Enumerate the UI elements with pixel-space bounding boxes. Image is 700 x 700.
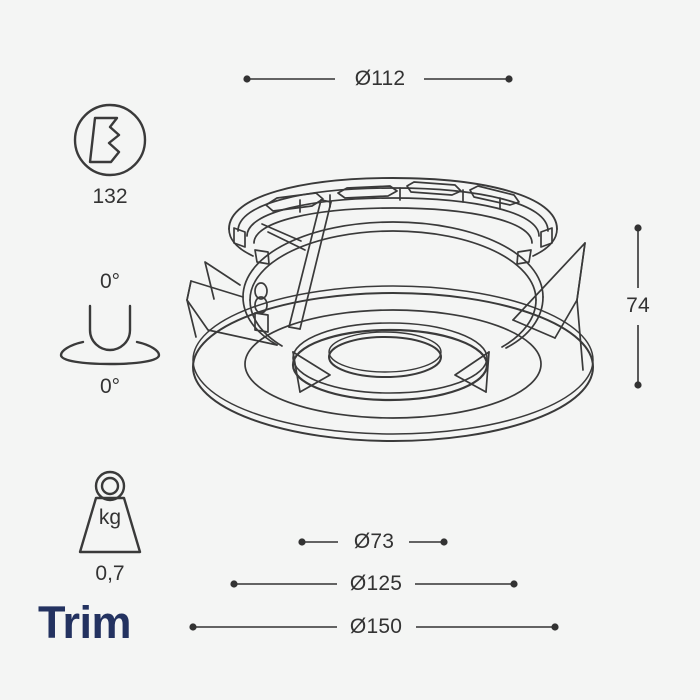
dimension-label-outer: Ø150 bbox=[349, 615, 403, 638]
top-mounting-ring bbox=[228, 177, 558, 265]
spring-clip-right bbox=[512, 242, 586, 371]
tilt-angle-bottom-label: 0° bbox=[99, 375, 121, 398]
product-name: Trim bbox=[38, 597, 132, 648]
cutout-depth-label: 132 bbox=[92, 185, 128, 208]
dimension-line-right bbox=[634, 224, 642, 389]
tilt-angle-top-label: 0° bbox=[99, 270, 121, 293]
connector-detail bbox=[254, 282, 269, 333]
mounting-bracket-arm bbox=[261, 199, 332, 330]
dimension-line-top bbox=[243, 75, 513, 83]
weight-icon: kg bbox=[55, 468, 165, 558]
dimension-line-outer bbox=[189, 623, 559, 631]
dimension-line-cutout bbox=[230, 580, 518, 588]
housing-body bbox=[242, 221, 544, 349]
left-section-wedge bbox=[186, 280, 278, 346]
outer-trim-flange bbox=[192, 285, 594, 442]
dimension-label-aperture: Ø73 bbox=[353, 530, 395, 553]
dimension-line-aperture bbox=[298, 538, 448, 546]
spring-clip-left bbox=[204, 261, 241, 300]
dimension-label-right: 74 bbox=[626, 294, 650, 317]
aperture-struts bbox=[292, 351, 490, 393]
reflector-rings bbox=[291, 322, 489, 402]
weight-unit-label: kg bbox=[98, 506, 122, 529]
dimension-label-cutout: Ø125 bbox=[349, 572, 403, 595]
tilt-rotation-icon bbox=[53, 302, 167, 366]
weight-value-label: 0,7 bbox=[95, 562, 125, 585]
dimension-label-top: Ø112 bbox=[354, 67, 406, 90]
cutout-depth-icon bbox=[58, 100, 162, 180]
